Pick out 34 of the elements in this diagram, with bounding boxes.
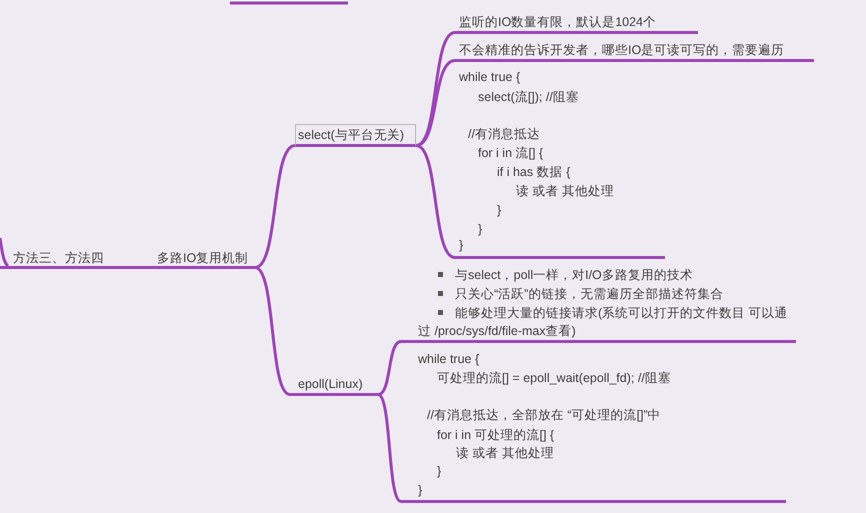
topic-label: 方法三、方法四 <box>13 250 104 266</box>
branch-line <box>128 266 150 269</box>
branch-line <box>378 340 402 396</box>
code-line: while true { <box>418 351 480 367</box>
code-line: } <box>437 463 442 479</box>
topic-label: select(与平台无关) <box>298 127 404 143</box>
branch-line <box>254 144 296 269</box>
code-line: 读 或者 其他处理 <box>516 183 614 199</box>
branch-line <box>254 266 291 396</box>
code-line: select(流[]); //阻塞 <box>478 89 579 105</box>
code-line: //有消息抵达，全部放在 “可处理的流[]”中 <box>427 407 661 423</box>
branch-line <box>415 31 456 147</box>
code-line: } <box>418 482 422 498</box>
topic-label: 多路IO复用机制 <box>157 250 248 266</box>
branch-line <box>415 144 456 259</box>
bullet-item: 能够处理大量的链接请求(系统可以打开的文件数目 可以通过 /proc/sys/fd/file-max查看) <box>418 304 793 340</box>
code-line: while true { <box>459 69 520 85</box>
code-line: } <box>459 237 464 253</box>
code-line: for i in 流[] { <box>478 145 544 161</box>
topic-box <box>295 124 416 147</box>
code-line: if i has 数据 { <box>497 164 570 180</box>
code-line: //有消息抵达 <box>468 126 540 142</box>
topic-label: epoll(Linux) <box>298 376 363 392</box>
branch-line <box>416 59 456 147</box>
code-line: 读 或者 其他处理 <box>456 445 554 461</box>
code-line: 可处理的流[] = epoll_wait(epoll_fd); //阻塞 <box>437 370 671 386</box>
branch-line <box>377 393 402 503</box>
bullet-item: 与select，poll一样，对I/O多路复用的技术 <box>418 266 793 284</box>
code-line: for i in 可处理的流[] { <box>437 427 554 443</box>
topic-label: 不会精准的告诉开发者，哪些IO是可读可写的，需要遍历 <box>459 42 784 58</box>
bullet-item: 只关心“活跃”的链接，无需遍历全部描述符集合 <box>418 285 793 303</box>
topic-label: 监听的IO数量有限，默认是1024个 <box>459 14 656 30</box>
code-line: } <box>478 221 482 237</box>
code-line: } <box>497 202 502 218</box>
